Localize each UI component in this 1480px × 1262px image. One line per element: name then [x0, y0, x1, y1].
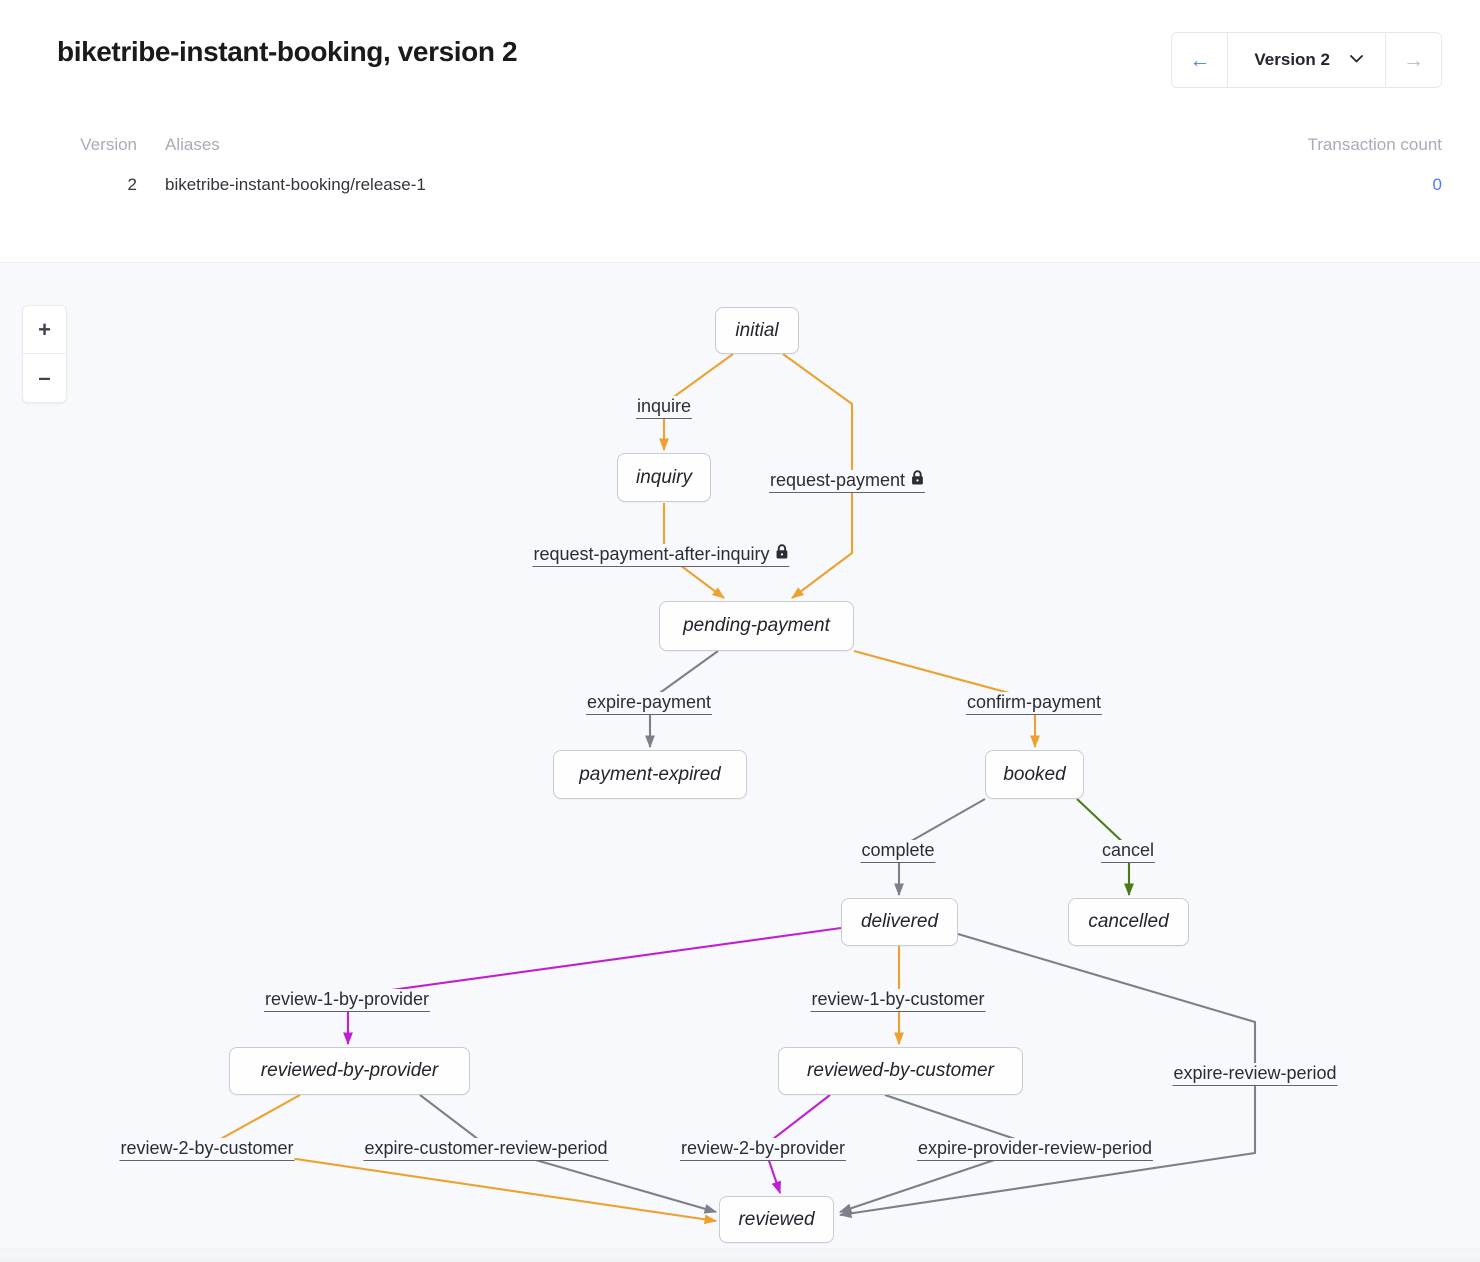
state-node-payment-expired[interactable]: payment-expired	[553, 750, 747, 799]
edge-label-text: request-payment-after-inquiry	[533, 544, 770, 564]
edge-label-expire-customer-review-period[interactable]: expire-customer-review-period	[363, 1138, 609, 1161]
edge-label-text: review-1-by-provider	[264, 989, 430, 1009]
zoom-controls: + –	[22, 305, 67, 403]
edge-label-request-payment[interactable]: request-payment	[768, 470, 926, 493]
edge-label-expire-provider-review-period[interactable]: expire-provider-review-period	[916, 1138, 1154, 1161]
arrow-left-icon: ←	[1189, 48, 1211, 72]
state-node-delivered[interactable]: delivered	[841, 898, 958, 946]
version-select[interactable]: Version 2	[1228, 33, 1385, 87]
column-header-aliases: Aliases	[165, 135, 220, 154]
state-node-label: reviewed-by-provider	[260, 1060, 439, 1081]
edge-label-text: expire-payment	[586, 692, 712, 712]
edge-label-expire-payment[interactable]: expire-payment	[585, 692, 713, 715]
version-select-label: Version 2	[1254, 50, 1330, 69]
state-node-label: booked	[1003, 763, 1066, 785]
edge-label-text: review-2-by-customer	[120, 1138, 294, 1158]
table-header-row: Version Aliases Transaction count	[0, 135, 1480, 175]
state-graph-canvas[interactable]: + – initial inquiry pending-payment payment…	[0, 263, 1480, 1262]
state-node-inquiry[interactable]: inquiry	[617, 453, 711, 502]
page-header: biketribe-instant-booking, version 2 ← V…	[0, 0, 1480, 263]
edge-label-text: expire-review-period	[1173, 1063, 1337, 1083]
edge-label-review-1-by-customer[interactable]: review-1-by-customer	[810, 989, 986, 1012]
state-node-reviewed[interactable]: reviewed	[719, 1196, 834, 1243]
state-node-pending-payment[interactable]: pending-payment	[659, 601, 854, 651]
edge-label-review-1-by-provider[interactable]: review-1-by-provider	[263, 989, 431, 1012]
state-node-label: cancelled	[1088, 911, 1169, 932]
edge-label-text: expire-customer-review-period	[364, 1138, 608, 1158]
edge-expire-review-period[interactable]	[838, 932, 1257, 1219]
edge-label-expire-review-period[interactable]: expire-review-period	[1172, 1063, 1338, 1086]
edge-label-text: cancel	[1101, 840, 1155, 860]
edge-label-text: expire-provider-review-period	[917, 1138, 1153, 1158]
state-node-cancelled[interactable]: cancelled	[1068, 898, 1189, 946]
edge-review-1-by-provider[interactable]	[343, 926, 842, 1046]
version-meta-table: Version Aliases Transaction count 2 bike…	[0, 135, 1480, 215]
state-node-reviewed-by-customer[interactable]: reviewed-by-customer	[778, 1047, 1023, 1095]
lock-icon	[911, 470, 924, 491]
edge-label-text: review-1-by-customer	[811, 989, 985, 1009]
horizontal-scrollbar[interactable]	[0, 1248, 1480, 1262]
state-node-label: payment-expired	[579, 763, 721, 785]
version-navigator: ← Version 2 →	[1171, 32, 1442, 88]
state-node-label: pending-payment	[683, 615, 830, 636]
edge-label-request-payment-after-inquiry[interactable]: request-payment-after-inquiry	[532, 544, 790, 567]
edge-label-text: confirm-payment	[966, 692, 1102, 712]
edge-label-review-2-by-customer[interactable]: review-2-by-customer	[119, 1138, 295, 1161]
state-node-label: initial	[735, 319, 779, 341]
edge-label-text: review-2-by-provider	[680, 1138, 846, 1158]
edge-label-inquire[interactable]: inquire	[635, 396, 693, 419]
edge-label-confirm-payment[interactable]: confirm-payment	[965, 692, 1103, 715]
state-node-label: delivered	[860, 911, 939, 932]
edge-label-cancel[interactable]: cancel	[1100, 840, 1156, 863]
state-node-reviewed-by-provider[interactable]: reviewed-by-provider	[229, 1047, 470, 1095]
state-node-label: reviewed	[738, 1208, 815, 1230]
chevron-down-icon	[1350, 54, 1363, 66]
cell-version: 2	[127, 175, 137, 194]
edge-label-review-2-by-provider[interactable]: review-2-by-provider	[679, 1138, 847, 1161]
lock-icon	[776, 544, 789, 565]
zoom-in-button[interactable]: +	[23, 306, 66, 354]
state-node-initial[interactable]: initial	[715, 307, 799, 354]
next-version-button[interactable]: →	[1385, 33, 1441, 87]
column-header-transaction-count: Transaction count	[1307, 135, 1443, 154]
edge-label-text: request-payment	[769, 470, 906, 490]
cell-transaction-count[interactable]: 0	[1432, 175, 1442, 194]
arrow-right-icon: →	[1403, 48, 1424, 72]
edge-label-text: inquire	[636, 396, 692, 416]
state-node-label: inquiry	[636, 466, 692, 488]
state-node-label: reviewed-by-customer	[807, 1060, 994, 1081]
table-row: 2 biketribe-instant-booking/release-1 0	[0, 175, 1480, 215]
state-node-booked[interactable]: booked	[985, 750, 1084, 799]
edge-label-text: complete	[861, 840, 935, 860]
edge-label-complete[interactable]: complete	[860, 840, 936, 863]
page-title: biketribe-instant-booking, version 2	[57, 36, 518, 67]
previous-version-button[interactable]: ←	[1172, 33, 1229, 87]
cell-aliases: biketribe-instant-booking/release-1	[165, 175, 426, 194]
zoom-out-button[interactable]: –	[23, 354, 66, 402]
column-header-version: Version	[80, 135, 137, 154]
